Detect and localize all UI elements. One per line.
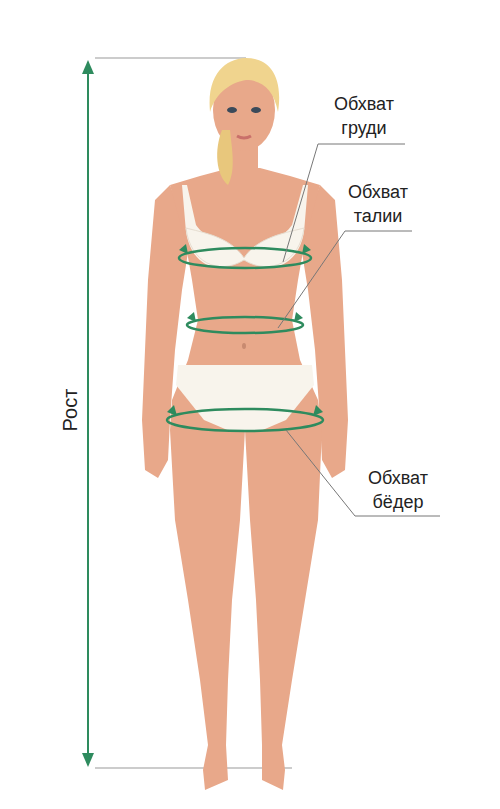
height-label: Рост: [58, 389, 82, 432]
measure-label: Обхват бёдер: [348, 466, 448, 514]
briefs: [176, 365, 314, 432]
lips: [237, 136, 251, 138]
measure-label: Обхват талии: [332, 180, 424, 228]
ring-arrow: [167, 244, 323, 416]
measure-label: Обхват груди: [318, 92, 410, 140]
eye: [227, 107, 237, 113]
measure-ring: [167, 248, 323, 431]
leader-line: [278, 144, 440, 516]
arrow-head: [82, 60, 94, 74]
ponytail: [217, 130, 233, 185]
height-arrow: [87, 70, 89, 756]
body: [142, 69, 348, 790]
guide-line: [95, 58, 246, 59]
navel: [242, 343, 246, 349]
hair: [210, 58, 280, 112]
bra: [182, 185, 308, 267]
arrow-head: [82, 753, 94, 767]
eye: [251, 107, 261, 113]
